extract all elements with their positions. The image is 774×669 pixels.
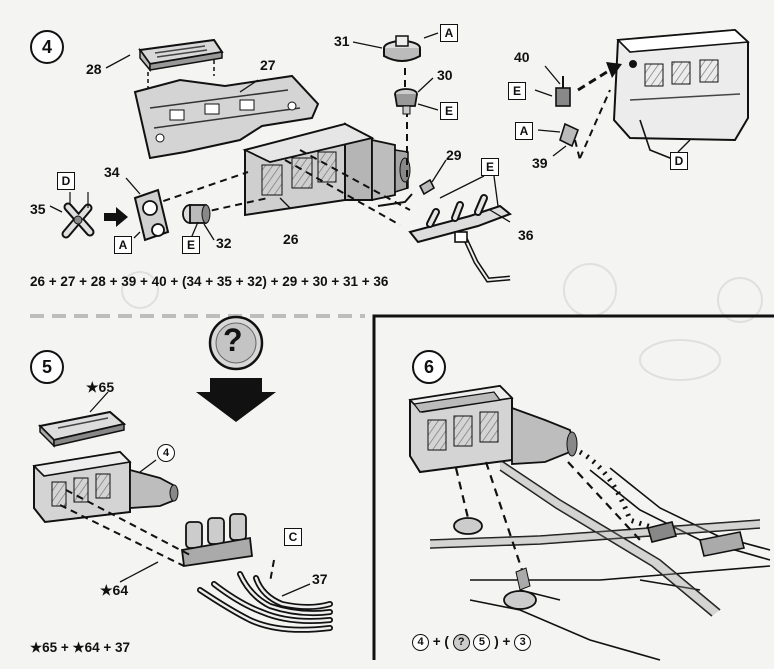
letter-box-a: A (440, 24, 458, 42)
valve-cover-28 (138, 38, 224, 88)
sensor-39 (559, 122, 580, 148)
plus-sign: + (432, 634, 441, 650)
sensor-40 (555, 76, 571, 107)
subassembly-ref-4: 4 (157, 444, 175, 462)
step-5-number: 5 (30, 350, 64, 384)
step-4-number: 4 (30, 30, 64, 64)
question-badge (208, 315, 264, 371)
part-label-34: 34 (104, 164, 120, 180)
step6-frame (372, 314, 774, 660)
letter-box-d: D (57, 172, 75, 190)
exhaust-parts (647, 521, 745, 557)
headers-37-highlight (198, 572, 332, 632)
block-inset-d (612, 28, 750, 161)
letter-box-e: E (481, 158, 499, 176)
fan-35 (61, 192, 95, 239)
step4-artwork (49, 28, 750, 283)
down-arrow (196, 378, 276, 422)
leader-lines-step4 (49, 32, 691, 241)
step5-formula: ★65 + ★64 + 37 (30, 640, 131, 655)
part-32 (182, 204, 211, 224)
part-label-35: 35 (30, 201, 46, 217)
exhaust-pipe-guide (578, 449, 661, 533)
part-label-64: ★64 (100, 582, 129, 598)
letter-box-e: E (182, 236, 200, 254)
part-label-30: 30 (437, 67, 453, 83)
carburetors (181, 513, 253, 568)
question-ref: ? (452, 634, 470, 651)
part-label-36: 36 (518, 227, 534, 243)
part-label-40: 40 (514, 49, 530, 65)
engine-step6 (408, 384, 578, 474)
assembly-lines-step5 (59, 489, 275, 583)
paren-open: ( (444, 634, 449, 650)
part-label-32: 32 (216, 235, 232, 251)
valve-cover-65 (37, 410, 127, 448)
letter-box-e: E (508, 82, 526, 100)
insert-arrow (104, 207, 128, 227)
letter-box-c: C (284, 528, 302, 546)
part-label-65: ★65 (86, 379, 115, 395)
subassembly-ref-4: 4 (412, 634, 429, 651)
water-pump-34 (133, 188, 170, 242)
assembly-lines-step6 (454, 461, 641, 571)
part-label-31: 31 (334, 33, 350, 49)
part-label-27: 27 (260, 57, 276, 73)
step5-artwork (32, 391, 333, 633)
part-label-28: 28 (86, 61, 102, 77)
engine-mounts (453, 517, 537, 610)
distributor-30 (394, 88, 418, 115)
cylinder-head-27 (133, 74, 320, 160)
distributor-cap-31 (383, 35, 421, 62)
step4-formula: 26 + 27 + 28 + 39 + 40 + (34 + 35 + 32) … (30, 274, 389, 289)
chassis-fill (430, 460, 760, 616)
chassis-frame (429, 459, 771, 661)
exhaust-manifold-36 (377, 193, 512, 283)
part-29 (418, 178, 436, 196)
plus-sign: + (502, 634, 511, 650)
paren-close: ) (494, 634, 499, 650)
engine-assembly-4 (32, 450, 179, 524)
leader-lines-step5 (89, 391, 311, 597)
step6-formula: 4 + ( ? 5 ) + 3 (412, 634, 532, 651)
letter-box-a: A (515, 122, 533, 140)
part-label-29: 29 (446, 147, 462, 163)
assembly-lines-step4 (151, 68, 611, 226)
engine-block-26 (242, 122, 411, 217)
step6-artwork (408, 384, 771, 661)
part-label-39: 39 (532, 155, 548, 171)
subassembly-ref-3: 3 (514, 634, 532, 651)
question-mark: ? (223, 322, 243, 358)
assembly-arrow-block (577, 62, 622, 92)
letter-box-d: D (670, 152, 688, 170)
subassembly-ref-5: 5 (473, 634, 491, 651)
letter-box-e: E (440, 102, 458, 120)
part-label-37: 37 (312, 571, 328, 587)
letter-box-a: A (114, 236, 132, 254)
step-6-number: 6 (412, 350, 446, 384)
part-label-26: 26 (283, 231, 299, 247)
